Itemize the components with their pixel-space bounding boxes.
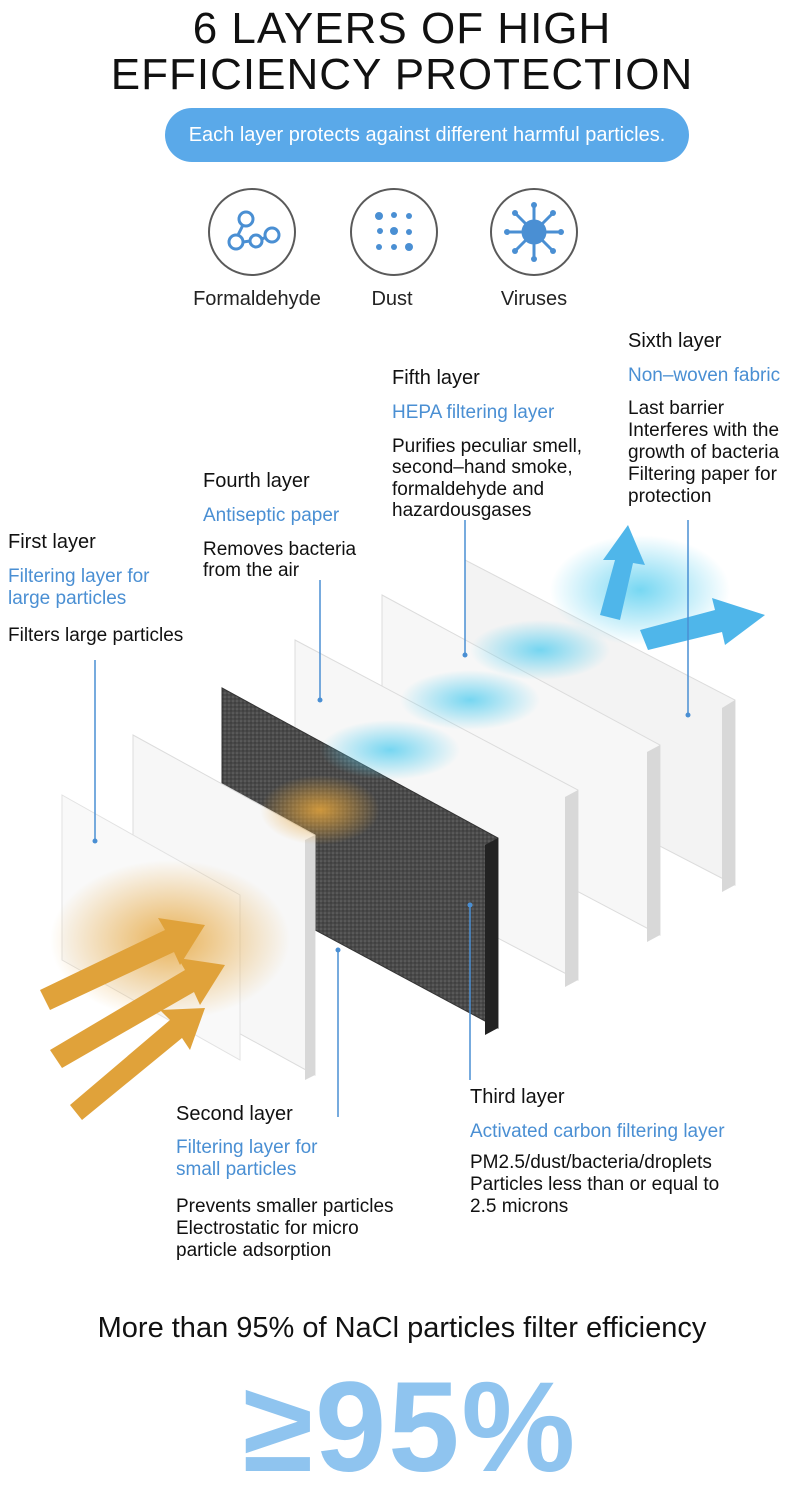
sixth-layer-desc-1: Last barrier <box>628 398 725 419</box>
fifth-layer-title: Fifth layer <box>392 367 480 389</box>
second-layer-desc-1: Prevents smaller particles <box>176 1196 394 1217</box>
first-layer-subtitle-2: large particles <box>8 588 127 609</box>
efficiency-big-value: ≥95% <box>242 1356 578 1499</box>
virus-icon-circle <box>490 188 578 276</box>
page-title-line1: 6 LAYERS OF HIGH <box>192 4 612 53</box>
fifth-layer-desc-4: hazardousgases <box>392 500 532 521</box>
fourth-layer-desc-2: from the air <box>203 560 300 581</box>
first-layer-subtitle-1: Filtering layer for <box>8 566 150 587</box>
third-layer-desc-3: 2.5 microns <box>470 1196 569 1217</box>
efficiency-statement: More than 95% of NaCl particles filter e… <box>97 1312 707 1344</box>
fourth-layer-subtitle: Antiseptic paper <box>203 505 340 526</box>
fifth-layer-desc-1: Purifies peculiar smell, <box>392 436 583 457</box>
third-layer-title: Third layer <box>470 1086 565 1108</box>
third-layer-subtitle: Activated carbon filtering layer <box>470 1121 725 1142</box>
second-layer-subtitle-2: small particles <box>176 1159 297 1180</box>
fifth-layer-subtitle: HEPA filtering layer <box>392 402 555 423</box>
dust-icon-circle <box>350 188 438 276</box>
sixth-layer-title: Sixth layer <box>628 330 722 352</box>
fifth-layer-desc-2: second–hand smoke, <box>392 457 573 478</box>
first-layer-title: First layer <box>8 531 96 553</box>
third-layer-desc-1: PM2.5/dust/bacteria/droplets <box>470 1152 712 1173</box>
sixth-layer-desc-5: protection <box>628 486 712 507</box>
first-layer-desc: Filters large particles <box>8 625 184 646</box>
fourth-layer-title: Fourth layer <box>203 470 310 492</box>
formaldehyde-icon-circle <box>208 188 296 276</box>
outgoing-air-glow <box>550 535 730 645</box>
sixth-layer-subtitle: Non–woven fabric <box>628 365 781 386</box>
fourth-layer-desc-1: Removes bacteria <box>203 539 357 560</box>
outgoing-air-arrows <box>600 525 765 650</box>
subtitle-pill: Each layer protects against different ha… <box>165 108 689 162</box>
third-layer-desc-2: Particles less than or equal to <box>470 1174 720 1195</box>
filter-layers-illustration <box>40 520 765 1120</box>
icon-label-viruses: Viruses <box>500 288 568 310</box>
page-title-line2: EFFICIENCY PROTECTION <box>110 50 694 99</box>
molecule-icon <box>227 210 281 251</box>
virus-icon <box>504 202 564 262</box>
second-layer-desc-2: Electrostatic for micro <box>176 1218 359 1239</box>
second-layer-desc-3: particle adsorption <box>176 1240 332 1261</box>
icon-label-formaldehyde: Formaldehyde <box>193 288 321 310</box>
icon-label-dust: Dust <box>371 288 413 310</box>
dust-icon <box>375 212 413 251</box>
sixth-layer-desc-4: Filtering paper for <box>628 464 777 485</box>
fifth-layer-desc-3: formaldehyde and <box>392 479 545 500</box>
incoming-air-arrows <box>40 918 225 1120</box>
second-layer-subtitle-1: Filtering layer for <box>176 1137 318 1158</box>
sixth-layer-desc-2: Interferes with the <box>628 420 780 441</box>
sixth-layer-desc-3: growth of bacteria <box>628 442 780 463</box>
second-layer-title: Second layer <box>176 1103 293 1125</box>
